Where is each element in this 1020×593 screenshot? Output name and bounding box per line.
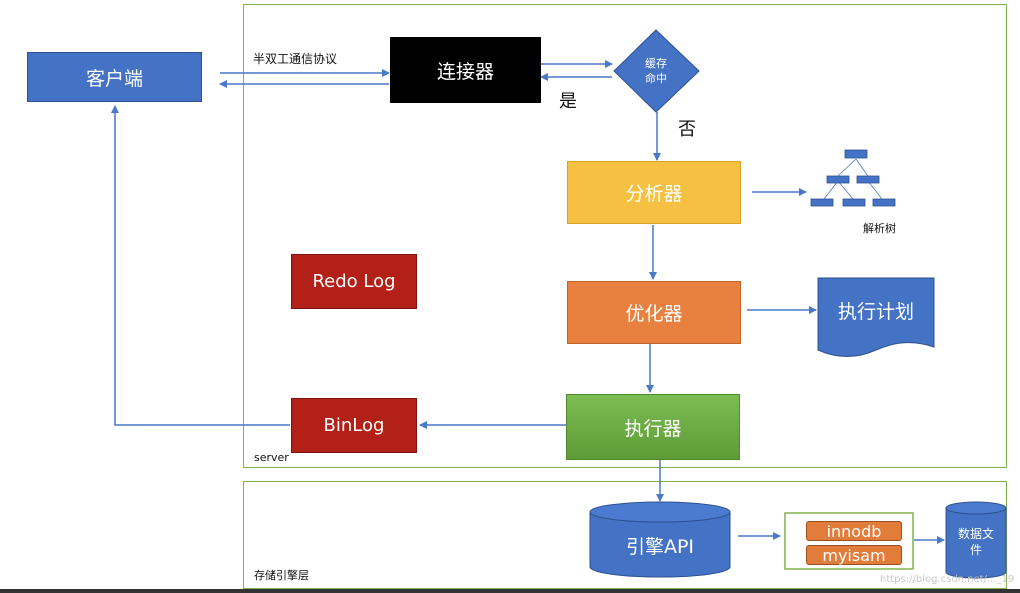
optimizer-box: 优化器 [567, 281, 741, 344]
engine-api-label: 引擎API [625, 535, 695, 558]
analyzer-box: 分析器 [567, 161, 741, 224]
exec-plan-label: 执行计划 [837, 300, 914, 323]
data-file-label: 数据文 件 [957, 527, 994, 557]
cache-hit-label: 缓存 命中 [645, 57, 667, 85]
myisam-label: myisam [822, 545, 886, 565]
server-label: server [254, 451, 289, 464]
storage-engine-label: 存储引擎层 [254, 569, 309, 582]
engine-api-label-box: 引擎API [590, 530, 730, 560]
cache-hit-label-box: 缓存 命中 [630, 55, 682, 87]
connector-box: 连接器 [390, 37, 541, 103]
innodb-label: innodb [826, 521, 882, 541]
binlog-box: BinLog [291, 398, 417, 453]
myisam-tag: myisam [806, 545, 902, 565]
parse-tree-label: 解析树 [863, 222, 896, 235]
data-file-label-box: 数据文 件 [946, 522, 1006, 562]
redo-log-label: Redo Log [312, 271, 396, 292]
client-box: 客户端 [27, 52, 202, 102]
executor-box: 执行器 [566, 394, 740, 460]
bottom-border [0, 589, 1020, 593]
analyzer-label: 分析器 [625, 183, 683, 205]
optimizer-label: 优化器 [625, 303, 683, 325]
protocol-label: 半双工通信协议 [253, 52, 338, 66]
exec-plan-label-box: 执行计划 [818, 292, 934, 328]
yes-label: 是 [559, 91, 577, 112]
executor-label: 执行器 [624, 417, 682, 440]
no-label: 否 [678, 119, 696, 140]
connector-label: 连接器 [436, 60, 494, 83]
redo-log-box: Redo Log [291, 254, 417, 309]
storage-engine-region [243, 481, 1007, 589]
innodb-tag: innodb [806, 521, 902, 541]
watermark: https://blog.csdn.net/..._19 [880, 574, 1015, 585]
binlog-label: BinLog [323, 415, 385, 436]
client-label: 客户端 [85, 67, 143, 90]
